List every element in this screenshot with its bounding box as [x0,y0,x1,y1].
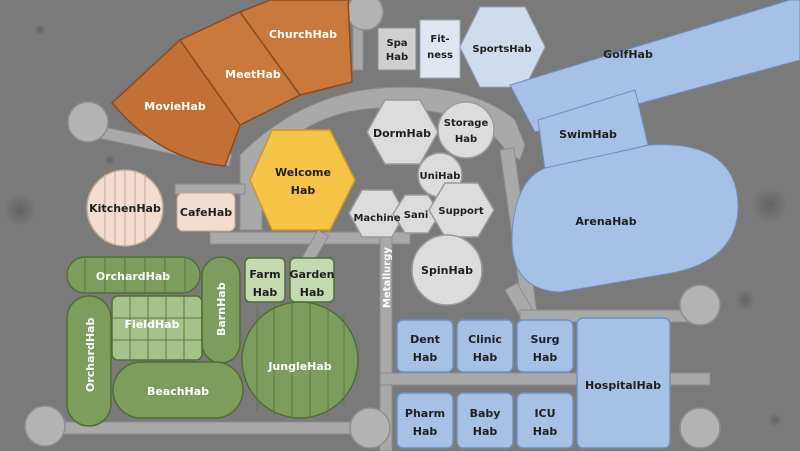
gardenhab-shape [289,257,335,303]
support-shape [428,182,495,238]
clinichab-label-2: Hab [473,351,498,364]
sportshab-label: SportsHab [472,44,531,55]
icuhab-shape [516,392,574,449]
node-east [679,284,721,326]
orchardhab-top-shape [66,256,201,294]
node-south [349,407,391,449]
dormhab-shape [366,99,439,165]
meethab-label: MeetHab [225,68,281,81]
medical-habs [396,317,671,449]
spahab-label-1: Spa [386,38,407,49]
denthab-shape [396,319,454,373]
golfhab-shape [509,0,800,133]
barnhab-label: BarnHab [215,282,228,336]
churchhab-label: ChurchHab [269,28,337,41]
clinichab-shape [456,319,514,373]
cafehab-label: CafeHab [180,206,232,219]
spinhab-label: SpinHab [421,264,473,277]
node-west [67,101,109,143]
moviehab-label: MovieHab [144,100,206,113]
orange-habs [110,0,353,167]
corridor-north [352,0,364,71]
arenahab-label: ArenaHab [575,215,636,228]
hospitalhab-shape [576,317,671,449]
node-southeast [679,407,721,449]
orchardhab-side-shape [66,295,112,427]
denthab-label-1: Dent [410,333,440,346]
pharmhab-label-2: Hab [413,425,438,438]
green-habs [66,256,359,427]
junglehab-shape [241,301,359,419]
babyhab-label-1: Baby [470,407,501,420]
denthab-label-2: Hab [413,351,438,364]
icuhab-label-1: ICU [534,407,555,420]
surghab-shape [516,319,574,373]
churchhab-shape [238,0,353,96]
storagehab-label-2: Hab [455,134,477,145]
white-habs [348,99,495,306]
field-grid [84,257,345,418]
dormhab-label: DormHab [373,127,431,140]
gardenhab-label-1: Garden [289,268,334,281]
spahab-shape [377,27,417,71]
machine-shape [348,189,406,238]
metallurgy-label: Metallurgy [382,247,393,308]
arenahab-shape [511,144,739,293]
pharmhab-shape [396,392,454,449]
surghab-label-1: Surg [530,333,559,346]
farmhab-label-1: Farm [249,268,280,281]
sani-label: Sani [404,210,429,221]
beachhab-shape [112,361,244,419]
spahab-label-2: Hab [386,52,408,63]
fieldhab-label: FieldHab [125,318,180,331]
icuhab-label-2: Hab [533,425,558,438]
orchardhab-side-label: OrchardHab [84,318,97,392]
unihab-label: UniHab [420,171,461,182]
surghab-label-2: Hab [533,351,558,364]
clinichab-label-1: Clinic [468,333,502,346]
welcomehab-label-1: Welcome [275,166,331,179]
farmhab-shape [244,257,286,303]
kitchenhab-label: KitchenHab [89,202,161,215]
moviehab-shape [110,38,241,167]
orchardhab-top-label: OrchardHab [96,270,170,283]
beachhab-label: BeachHab [147,385,209,398]
spinhab-shape [411,234,483,306]
machine-label: Machine [353,213,400,224]
babyhab-label-2: Hab [473,425,498,438]
junction-nodes [24,0,721,449]
babyhab-shape [456,392,514,449]
storagehab-label-1: Storage [444,118,489,129]
pharmhab-label-1: Pharm [405,407,445,420]
golfhab-label: GolfHab [603,48,653,61]
kitchenhab-stripes [104,170,146,246]
cafehab-shape [176,192,236,232]
storagehab-shape [437,101,495,159]
gardenhab-label-2: Hab [300,286,325,299]
swimhab-label: SwimHab [559,128,617,141]
node-southwest [24,405,66,447]
junglehab-label: JungleHab [267,360,331,373]
arc-corridor [239,86,526,231]
fitness-shape [419,19,461,79]
hospitalhab-label: HospitalHab [585,379,661,392]
fitness-label-1: Fit- [430,34,449,45]
support-label: Support [438,206,483,217]
farmhab-label-2: Hab [253,286,278,299]
sani-shape [392,194,441,234]
welcomehab-shape [249,129,356,231]
welcomehab-label-2: Hab [291,184,316,197]
node-north [346,0,384,31]
fitness-label-2: ness [427,50,453,61]
